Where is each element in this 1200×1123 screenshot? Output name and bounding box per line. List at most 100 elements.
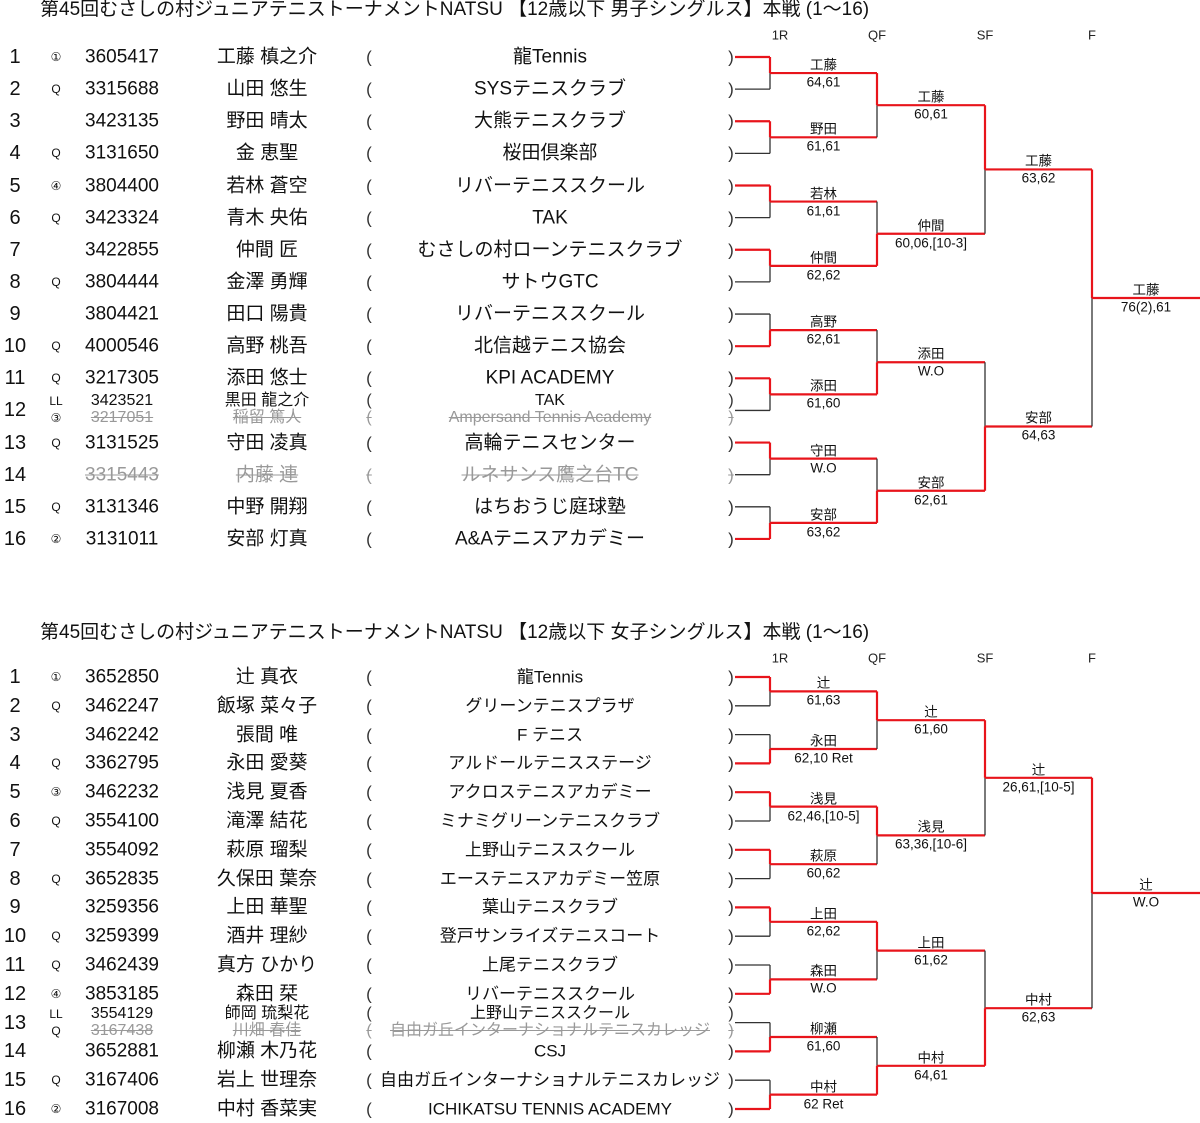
round-label-1r: 1R [771, 650, 789, 666]
match-score: 62,61 [914, 492, 948, 507]
seed-mark: LL [49, 1006, 63, 1021]
draw-position: 4 [9, 142, 21, 165]
match-score: 62,62 [806, 923, 841, 939]
player-id: 3131650 [85, 142, 159, 164]
match-winner: 仲間 [917, 217, 945, 233]
paren-close: ) [728, 782, 734, 802]
match-score: 61,63 [806, 692, 841, 708]
seed-mark: Q [51, 146, 61, 161]
draw-title: 第45回むさしの村ジュニアテニストーナメントNATSU 【12歳以下 男子シング… [40, 0, 870, 20]
seed-mark: Q [51, 210, 61, 225]
player-club: サトウGTC [501, 271, 599, 293]
paren-open: ( [366, 79, 372, 99]
player-id: 3217305 [85, 367, 159, 389]
draw-position: 9 [9, 303, 21, 326]
player-name: 森田 栞 [235, 983, 299, 1005]
draw-position: 14 [3, 463, 27, 486]
match-score: 61,60 [806, 395, 841, 411]
paren-close: ) [728, 368, 734, 388]
paren-close: ) [728, 409, 734, 427]
draw-position: 2 [9, 694, 21, 717]
paren-close: ) [728, 811, 734, 831]
match-score: 62,10 Ret [794, 750, 853, 766]
player-id-withdrawn: 3167438 [90, 1021, 154, 1039]
seed-mark: Q [51, 82, 61, 97]
match-score: 63,62 [806, 524, 841, 540]
paren-open: ( [366, 667, 372, 687]
player-name: 仲間 匠 [235, 239, 299, 261]
seed-mark: Q [51, 499, 61, 514]
match-score: 61,60 [806, 1038, 841, 1054]
match-winner: 工藤 [810, 57, 837, 73]
girls-singles-draw: 第45回むさしの村ジュニアテニストーナメントNATSU 【12歳以下 女子シング… [0, 623, 1200, 1123]
player-club: むさしの村ローンテニスクラブ [417, 239, 683, 261]
player-name: 酒井 理紗 [226, 925, 308, 947]
seed-mark: ① [50, 50, 62, 64]
match-winner: 安部 [810, 507, 837, 523]
player-club: 上尾テニスクラブ [482, 955, 618, 975]
paren-open: ( [366, 955, 372, 975]
draw-position: 11 [4, 367, 26, 390]
match-winner: 高野 [810, 314, 837, 330]
player-club: ミナミグリーンテニスクラブ [439, 811, 661, 831]
paren-open: ( [366, 725, 372, 745]
match-winner: 中村 [917, 1050, 945, 1066]
paren-open: ( [366, 897, 372, 917]
draw-position: 12 [3, 982, 27, 1005]
seed-mark: ④ [50, 178, 62, 193]
player-club: リバーテニススクール [454, 303, 646, 325]
player-id: 3167406 [85, 1069, 159, 1091]
draw-position: 14 [3, 1040, 27, 1063]
match-winner: 野田 [810, 121, 837, 137]
player-id: 3131346 [85, 496, 159, 518]
match-winner: 仲間 [810, 250, 837, 266]
player-name: 中村 香菜実 [216, 1098, 318, 1120]
match-score: 64,63 [1021, 427, 1056, 443]
player-club: ルネサンス鷹之台TC [461, 464, 639, 486]
paren-close: ) [728, 753, 734, 773]
paren-close: ) [728, 667, 734, 687]
player-id: 3422855 [85, 239, 159, 261]
player-name: 黒田 龍之介 [224, 392, 310, 410]
paren-close: ) [728, 897, 734, 917]
player-name: 高野 桃吾 [226, 335, 308, 357]
player-name: 安部 灯真 [226, 528, 308, 550]
seed-mark: ① [50, 670, 62, 684]
match-score: 61,62 [914, 951, 948, 967]
match-score: 61,60 [914, 721, 948, 737]
player-id: 3131525 [85, 432, 159, 454]
paren-close: ) [728, 840, 734, 860]
draw-position: 10 [3, 925, 27, 948]
paren-close: ) [728, 336, 734, 356]
player-name: 浅見 夏香 [226, 781, 308, 803]
player-club: アクロステニスアカデミー [448, 782, 652, 802]
match-winner: 永田 [810, 733, 837, 749]
round-label-sf: SF [976, 650, 994, 666]
player-club: CSJ [533, 1041, 567, 1061]
paren-open: ( [366, 869, 372, 889]
player-name-withdrawn: 川畑 春佳 [232, 1021, 302, 1039]
paren-close: ) [728, 529, 734, 549]
paren-open: ( [366, 392, 372, 410]
seed-mark: Q [51, 1073, 61, 1088]
player-name: 山田 悠生 [226, 78, 308, 100]
draw-position: 13 [3, 1011, 27, 1034]
player-name: 工藤 槙之介 [216, 46, 318, 68]
bracket-lines [735, 675, 1200, 1111]
player-id: 3462232 [85, 781, 159, 803]
draw-position: 15 [3, 1069, 27, 1092]
player-club: リバーテニススクール [454, 175, 646, 197]
match-winner: 中村 [1025, 992, 1052, 1008]
player-club: ICHIKATSU TENNIS ACADEMY [427, 1099, 673, 1119]
seed-mark: ③ [50, 785, 62, 800]
player-name: 野田 晴太 [226, 110, 308, 132]
player-club: 龍Tennis [513, 46, 587, 68]
draw-position: 2 [9, 78, 21, 101]
draw-position: 16 [3, 527, 27, 550]
player-id: 3259356 [85, 896, 159, 918]
player-id: 3652835 [85, 868, 159, 890]
paren-close: ) [728, 869, 734, 889]
player-name: 田口 陽貴 [226, 303, 308, 325]
player-id: 3259399 [85, 925, 159, 947]
match-winner: 浅見 [810, 790, 837, 806]
